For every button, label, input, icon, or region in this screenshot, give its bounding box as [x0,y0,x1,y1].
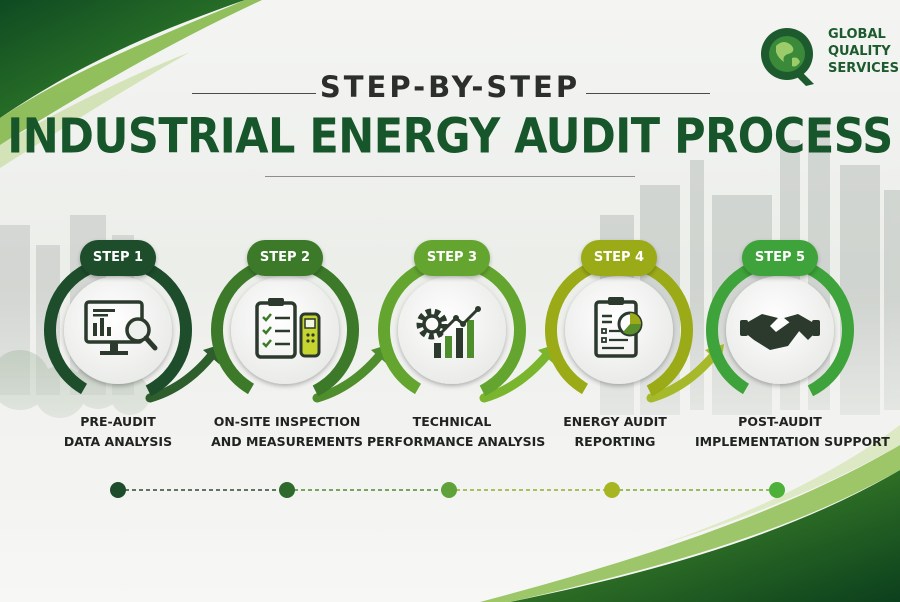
step-2-line-2: AND MEASUREMENTS [211,434,363,449]
report-pie-chart-icon [594,297,643,358]
step-label-5: POST-AUDIT IMPLEMENTATION SUPPORT [695,412,890,452]
step-3-line-1: TECHNICAL [412,414,492,429]
step-badge-3: STEP 3 [414,240,490,276]
step-4-line-2: REPORTING [574,434,656,449]
company-logo [761,28,814,86]
timeline-dot-5 [769,482,785,498]
page-title: INDUSTRIAL ENERGY AUDIT PROCESS [7,109,893,165]
step-2-line-1: ON-SITE INSPECTION [213,414,361,429]
step-1-line-1: PRE-AUDIT [80,414,156,429]
title-underline [265,176,635,177]
step-5-line-1: POST-AUDIT [738,414,822,429]
step-3-line-2: PERFORMANCE ANALYSIS [367,434,546,449]
step-5-line-2: IMPLEMENTATION SUPPORT [695,434,890,449]
brand-line-2: QUALITY [828,44,891,59]
step-badge-1: STEP 1 [80,240,156,276]
brand-line-3: SERVICES [828,61,899,76]
step-label-2: ON-SITE INSPECTION AND MEASUREMENTS [202,412,372,452]
page-subtitle: STEP-BY-STEP [319,70,581,104]
step-badge-4: STEP 4 [581,240,657,276]
timeline-dot-4 [604,482,620,498]
gear-growth-chart-icon [416,306,481,358]
step-label-3: TECHNICAL PERFORMANCE ANALYSIS [367,412,546,452]
timeline-dot-2 [279,482,295,498]
step-4-line-1: ENERGY AUDIT [563,414,667,429]
step-ring-3 [378,256,526,404]
handshake-icon [740,314,820,350]
timeline-dot-3 [441,482,457,498]
heading-rule-right [586,93,710,94]
step-label-4: ENERGY AUDIT REPORTING [530,412,700,452]
globe-q-icon [761,28,814,86]
brand-line-1: GLOBAL [828,27,886,42]
timeline-dot-1 [110,482,126,498]
clipboard-meter-icon [255,298,321,359]
timeline [110,482,785,498]
monitor-magnifier-icon [84,300,158,355]
step-1-line-2: DATA ANALYSIS [63,434,173,449]
step-label-1: PRE-AUDIT DATA ANALYSIS [33,412,203,452]
step-badge-5: STEP 5 [742,240,818,276]
heading-rule-left [192,93,316,94]
brand-name: GLOBAL QUALITY SERVICES [828,26,899,77]
step-badge-2: STEP 2 [247,240,323,276]
